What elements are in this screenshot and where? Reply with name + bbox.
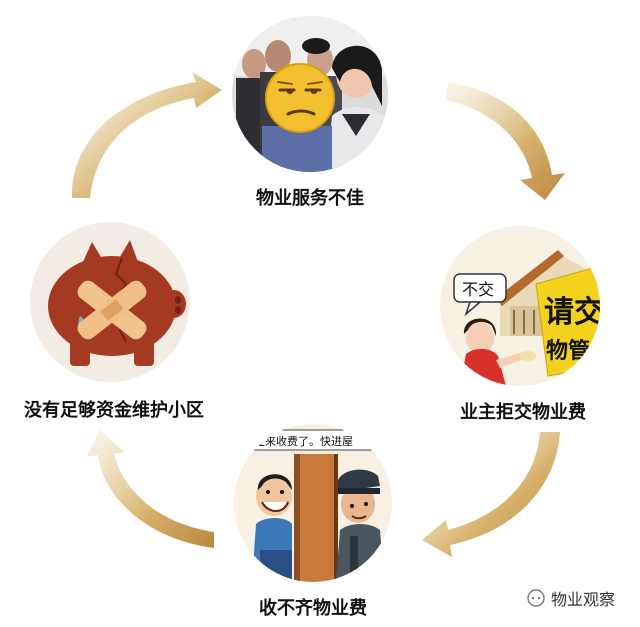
arrow-service-to-refuse <box>446 82 565 200</box>
refuse-bubble-text: 不交 <box>462 280 494 299</box>
broken-piggy-bank-icon <box>30 222 190 382</box>
door-bubble-text: 业来收费了。快进屋 <box>254 434 353 448</box>
watermark-text: 物业观察 <box>551 590 616 609</box>
door-collection-cartoon-icon: 业来收费了。快进屋 <box>234 424 392 582</box>
node-refuse-fee-image: 请交 物管 不交 <box>440 226 600 386</box>
sign-text: 请交 <box>544 295 600 330</box>
node-service-poor-image <box>232 16 388 172</box>
node-no-funds-image <box>30 222 190 382</box>
wechat-official-account-icon <box>527 589 545 607</box>
node-label-collect-incomplete: 收不齐物业费 <box>259 598 367 619</box>
arrow-collect-to-piggy <box>86 430 214 548</box>
node-collect-incomplete-image: 业来收费了。快进屋 <box>234 424 392 582</box>
node-label-refuse-fee: 业主拒交物业费 <box>460 402 586 423</box>
arrow-refuse-to-collect <box>422 432 560 557</box>
node-label-service-poor: 物业服务不佳 <box>256 188 364 209</box>
arrow-piggy-to-service <box>71 72 222 198</box>
node-label-no-funds: 没有足够资金维护小区 <box>24 400 204 421</box>
crowd-with-unhappy-face-icon <box>232 16 388 172</box>
owner-refusing-fee-icon: 请交 物管 不交 <box>440 226 600 386</box>
watermark: 物业观察 <box>527 586 615 610</box>
